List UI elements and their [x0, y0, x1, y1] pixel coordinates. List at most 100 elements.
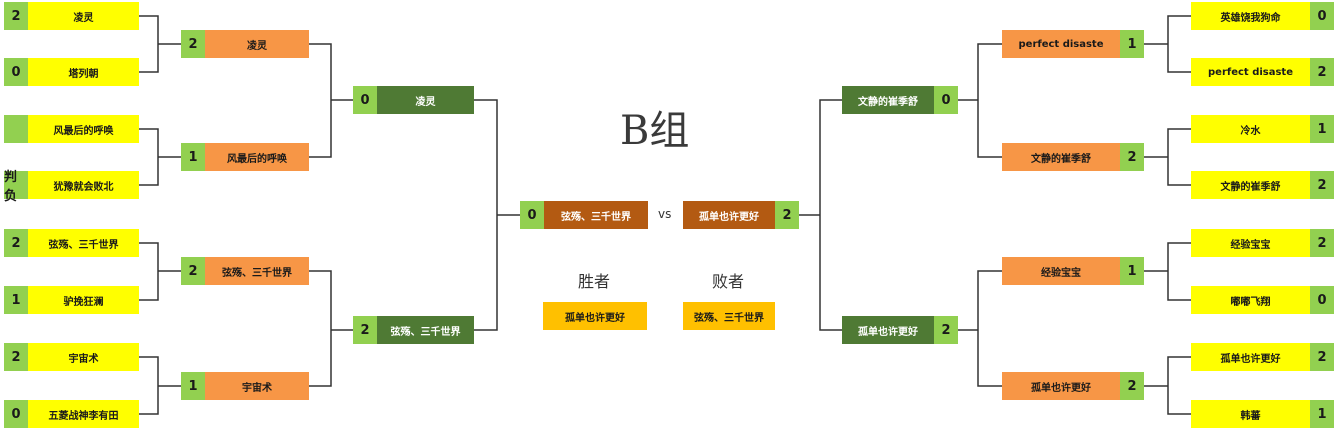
score: 0 [353, 86, 377, 114]
right-sf-connector [819, 99, 842, 331]
team-name: 经验宝宝 [1191, 229, 1310, 257]
score: 判负 [4, 170, 28, 204]
team-name: 弦殇、三千世界 [377, 316, 474, 344]
left-sf-connector [474, 99, 498, 331]
left-round1-slot-4: 判负犹豫就会败北 [4, 170, 139, 204]
team-name: 风最后的呼唤 [28, 115, 139, 143]
team-name: 弦殇、三千世界 [28, 229, 139, 257]
score: 2 [1120, 372, 1144, 400]
score: 2 [4, 343, 28, 371]
team-name: 经验宝宝 [1002, 257, 1120, 285]
score: 2 [1310, 171, 1334, 199]
team-name: 凌灵 [205, 30, 309, 58]
score: 2 [934, 316, 958, 344]
team-name: 孤单也许更好 [1191, 343, 1310, 371]
right-r1-connector-1 [1167, 15, 1191, 73]
winner-label: 胜者 [578, 272, 611, 291]
score: 2 [181, 30, 205, 58]
score: 0 [4, 400, 28, 428]
score: 2 [181, 257, 205, 285]
right-r1-connector-2 [1167, 128, 1191, 186]
team-name: 风最后的呼唤 [205, 143, 309, 171]
team-name: 五菱战神李有田 [28, 400, 139, 428]
score: 2 [1310, 343, 1334, 371]
score: 1 [4, 286, 28, 314]
loser-box: 弦殇、三千世界 [683, 302, 775, 330]
score: 0 [4, 58, 28, 86]
left-round1-slot-3: 风最后的呼唤 [4, 115, 139, 143]
team-name: 弦殇、三千世界 [205, 257, 309, 285]
score: 1 [181, 143, 205, 171]
score: 2 [1310, 229, 1334, 257]
team-name: 英雄饶我狗命 [1191, 2, 1310, 30]
team-name: 驴挽狂澜 [28, 286, 139, 314]
score: 2 [1310, 58, 1334, 86]
score: 0 [1310, 2, 1334, 30]
team-name: perfect disaste [1191, 58, 1310, 86]
right-r2-connector-1 [977, 43, 1002, 158]
right-r1-connector-3 [1167, 242, 1191, 301]
score: 1 [1120, 30, 1144, 58]
score: 2 [4, 229, 28, 257]
score: 1 [181, 372, 205, 400]
winner-box: 孤单也许更好 [543, 302, 647, 330]
team-name: 凌灵 [377, 86, 474, 114]
team-name: 韩蕃 [1191, 400, 1310, 428]
team-name: perfect disaste [1002, 30, 1120, 58]
team-name: 犹豫就会败北 [28, 171, 139, 199]
team-name: 塔列朝 [28, 58, 139, 86]
score: 1 [1310, 400, 1334, 428]
score: 2 [353, 316, 377, 344]
loser-name: 弦殇、三千世界 [683, 302, 775, 330]
team-name: 孤单也许更好 [842, 316, 934, 344]
team-name: 文静的崔季舒 [1191, 171, 1310, 199]
team-name: 孤单也许更好 [1002, 372, 1120, 400]
team-name: 冷水 [1191, 115, 1310, 143]
left-r2-connector-1 [309, 43, 332, 158]
score: 1 [1120, 257, 1144, 285]
loser-label: 败者 [712, 272, 745, 291]
team-name: 弦殇、三千世界 [544, 201, 648, 229]
team-name: 孤单也许更好 [683, 201, 775, 229]
team-name: 嘟嘟飞翔 [1191, 286, 1310, 314]
team-name: 宇宙术 [28, 343, 139, 371]
score: 2 [4, 2, 28, 30]
score [4, 115, 28, 143]
score: 2 [1120, 143, 1144, 171]
score: 0 [520, 201, 544, 229]
score: 0 [934, 86, 958, 114]
group-title: B组 [620, 108, 690, 154]
score: 1 [1310, 115, 1334, 143]
vs-label: vs [658, 207, 672, 221]
